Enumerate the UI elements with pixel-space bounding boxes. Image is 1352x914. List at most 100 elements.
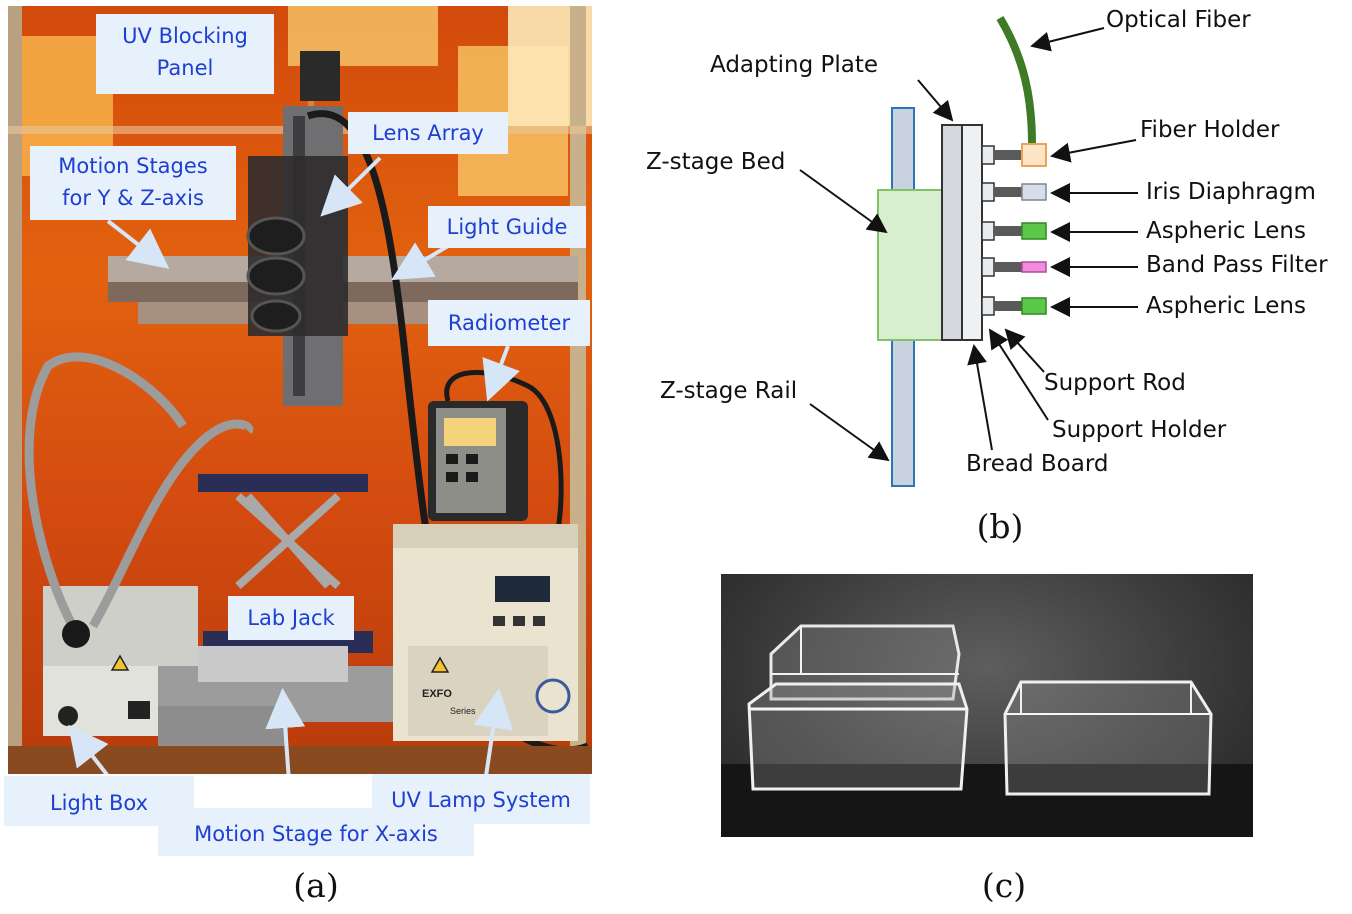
arrow-bread-board — [967, 344, 993, 451]
light-box-knob — [58, 706, 78, 726]
aspheric-lens-1 — [1021, 222, 1047, 240]
uv-lamp-btn-1 — [493, 616, 505, 626]
radiometer-btn-2 — [466, 454, 478, 464]
arrow-optical-fiber — [1030, 27, 1105, 52]
arrow-light-box — [68, 724, 109, 774]
radiometer-btn-4 — [466, 472, 478, 482]
gooseneck-left — [24, 352, 187, 639]
label-motion-stages-yz: Motion Stages for Y & Z-axis — [30, 146, 236, 220]
lab-jack-scissor — [235, 493, 341, 589]
cuvette-base-right — [1003, 680, 1213, 796]
lens-ring-2 — [246, 256, 306, 296]
arrow-fiber-holder — [1050, 139, 1137, 163]
mount-aspheric-lens-2 — [981, 296, 1047, 316]
arrow-support-holder — [988, 328, 1049, 421]
label-aspheric-lens-1: Aspheric Lens — [1146, 218, 1306, 244]
support-rod-2 — [994, 187, 1022, 197]
uv-lamp-warning — [430, 656, 450, 673]
label-lens-array: Lens Array — [348, 112, 508, 154]
label-uv-lamp-system: UV Lamp System — [372, 774, 590, 824]
arrow-motion-x — [265, 688, 306, 774]
support-holder-4 — [981, 257, 995, 277]
label-support-rod: Support Rod — [1044, 370, 1186, 396]
label-z-stage-bed: Z-stage Bed — [646, 149, 786, 175]
mount-aspheric-lens-1 — [981, 221, 1047, 241]
arrow-lens-array — [320, 156, 382, 217]
caption-a: (a) — [293, 866, 339, 905]
lamp-series-text: Series — [450, 706, 476, 716]
label-adapting-plate: Adapting Plate — [710, 52, 879, 78]
label-lab-jack: Lab Jack — [228, 596, 354, 640]
mount-diagram — [799, 15, 1138, 487]
radiometer-display — [444, 418, 496, 446]
label-light-guide: Light Guide — [428, 206, 586, 248]
label-uv-blocking-line2: Panel — [156, 56, 214, 80]
label-band-pass-filter: Band Pass Filter — [1146, 252, 1328, 278]
photo-cuvette-containers — [721, 574, 1253, 837]
support-holder-3 — [981, 221, 995, 241]
label-uv-blocking-line1: UV Blocking — [122, 24, 248, 48]
lab-jack-top — [198, 474, 368, 492]
label-optical-fiber: Optical Fiber — [1106, 7, 1251, 33]
label-iris-diaphragm: Iris Diaphragm — [1146, 179, 1316, 205]
light-box-switch — [128, 701, 150, 719]
uv-lamp-btn-2 — [513, 616, 525, 626]
warning-triangle — [110, 654, 130, 671]
band-pass-filter — [1021, 261, 1047, 273]
x-stage-carriage — [198, 646, 348, 682]
uv-lamp-logo — [535, 678, 571, 714]
mount-iris-diaphragm — [981, 182, 1047, 202]
radiometer-btn-1 — [446, 454, 458, 464]
support-holder-2 — [981, 182, 995, 202]
label-aspheric-lens-2: Aspheric Lens — [1146, 293, 1306, 319]
exfo-logo-text: EXFO — [422, 688, 452, 700]
lens-ring-3 — [250, 299, 302, 333]
aspheric-lens-2 — [1021, 297, 1047, 315]
label-motion-yz-line1: Motion Stages — [58, 154, 208, 178]
callout-arrows-a — [68, 156, 520, 774]
gooseneck-tip — [62, 620, 90, 648]
label-support-holder: Support Holder — [1052, 417, 1227, 443]
uv-lamp-display — [495, 576, 550, 602]
arrow-uv-lamp — [473, 688, 514, 774]
adapting-plate — [941, 124, 963, 341]
arrow-light-guide — [391, 242, 450, 281]
cuvette-drawing — [721, 624, 1253, 837]
optical-fiber — [996, 15, 1036, 145]
radiometer-btn-3 — [446, 472, 458, 482]
fiber-holder — [1021, 143, 1047, 167]
label-uv-blocking-panel: UV Blocking Panel — [96, 14, 274, 94]
uv-lamp-btn-3 — [533, 616, 545, 626]
label-light-box: Light Box — [4, 776, 194, 826]
lens-ring-1 — [246, 216, 306, 256]
z-stage-bed — [877, 189, 943, 341]
support-rod-1 — [994, 150, 1022, 160]
z-motor — [300, 51, 340, 101]
label-fiber-holder: Fiber Holder — [1140, 117, 1280, 143]
arrow-adapting-plate — [917, 79, 954, 122]
label-motion-yz-line2: for Y & Z-axis — [62, 186, 204, 210]
arrow-motion-yz — [106, 219, 170, 269]
frame-post-left — [8, 6, 22, 774]
support-rod-3 — [994, 226, 1022, 236]
mount-band-pass-filter — [981, 257, 1047, 277]
cuvette-base-left — [747, 682, 969, 791]
uv-lamp-top — [393, 524, 578, 548]
bread-board — [961, 124, 983, 341]
label-bread-board: Bread Board — [966, 451, 1109, 477]
gooseneck-right — [89, 419, 254, 629]
arrow-z-stage-rail — [809, 403, 890, 462]
radiometer-cable — [444, 370, 564, 568]
support-holder-1 — [981, 145, 995, 165]
label-radiometer: Radiometer — [428, 300, 590, 346]
arrow-radiometer — [482, 345, 520, 402]
support-rod-5 — [994, 301, 1022, 311]
iris-diaphragm — [1021, 183, 1047, 201]
label-z-stage-rail: Z-stage Rail — [660, 378, 798, 404]
arrow-support-rod — [1004, 328, 1045, 373]
arrow-z-stage-bed — [799, 169, 888, 234]
support-rod-4 — [994, 262, 1022, 272]
caption-b: (b) — [976, 507, 1024, 546]
table-surface — [721, 764, 1253, 837]
mount-fiber-holder — [981, 143, 1047, 167]
